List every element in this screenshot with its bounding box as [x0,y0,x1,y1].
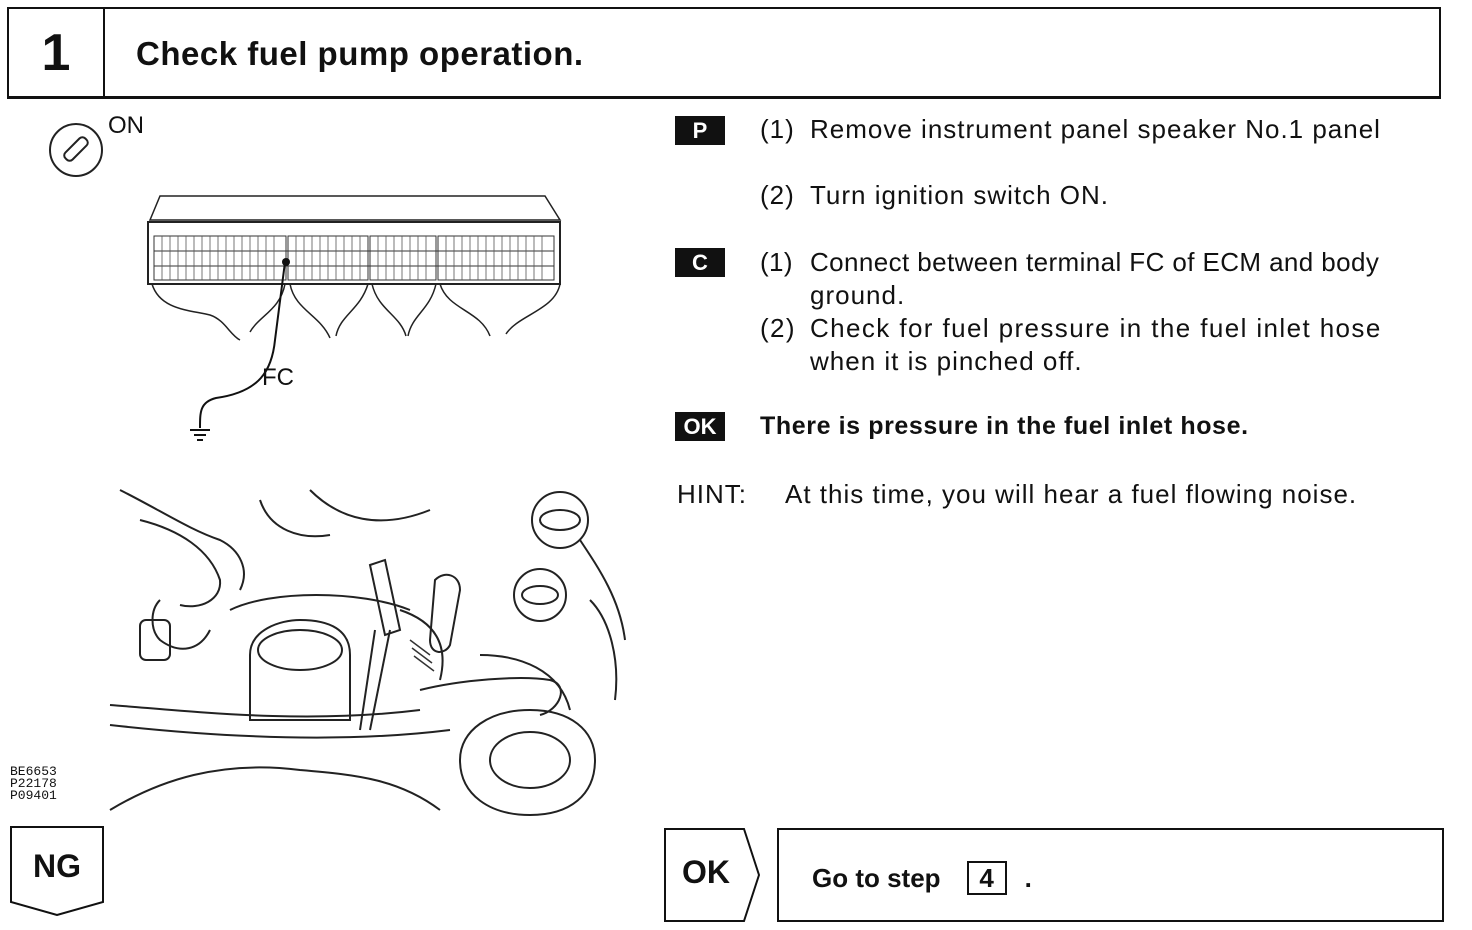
figure-code: BE6653 [10,764,57,779]
step-number: 1 [9,9,105,97]
ng-result-box: NG [10,826,104,916]
terminal-fc-label: FC [262,364,294,391]
instruction-c-1: (1) Connect between terminal FC of ECM an… [760,247,1379,278]
figure-codes: BE6653 P22178 P09401 [10,764,57,803]
goto-suffix: . [1024,863,1032,893]
goto-step-box: Go to step 4. [777,828,1444,922]
step-num-label: (2) [760,180,795,210]
badge-p: P [675,116,725,145]
badge-ok: OK [675,412,725,441]
ok-label: OK [682,854,730,890]
step-text: Remove instrument panel speaker No.1 pan… [810,114,1381,144]
goto-label: Go to step [812,863,941,893]
step-text: Turn ignition switch ON. [810,180,1110,210]
ok-result-box: OK [664,828,760,922]
instruction-c-2: (2) Check for fuel pressure in the fuel i… [760,313,1382,344]
instruction-c-2-cont: when it is pinched off. [810,346,1083,376]
step-num-label: (2) [760,313,796,343]
figure-code: P09401 [10,788,57,803]
step-text: Connect between terminal FC of ECM and b… [810,247,1380,277]
step-num-label: (1) [760,247,793,277]
instruction-p-1: (1) Remove instrument panel speaker No.1 … [760,114,1381,145]
hint-text: At this time, you will hear a fuel flowi… [785,479,1358,509]
step-text: Check for fuel pressure in the fuel inle… [810,313,1382,343]
figure-code: P22178 [10,776,57,791]
badge-c: C [675,248,725,277]
ground-symbol-icon [190,429,210,441]
step-title: Check fuel pump operation. [136,35,584,72]
ng-label: NG [33,848,81,884]
goto-step-number[interactable]: 4 [966,861,1007,895]
step-num-label: (1) [760,114,795,144]
ok-criterion-text: There is pressure in the fuel inlet hose… [760,412,1249,440]
goto-step-text: Go to step 4. [812,861,1032,895]
instruction-p-2: (2) Turn ignition switch ON. [760,180,1109,211]
instruction-c-1-cont: ground. [810,280,906,310]
hint-label: HINT: [677,479,747,509]
connector-pins [153,235,555,281]
engine-bay-figure [109,489,626,817]
ecm-connector-figure [49,123,562,441]
ignition-switch-icon [49,123,103,177]
switch-on-label: ON [108,112,144,139]
step-header: 1 Check fuel pump operation. [7,7,1441,99]
